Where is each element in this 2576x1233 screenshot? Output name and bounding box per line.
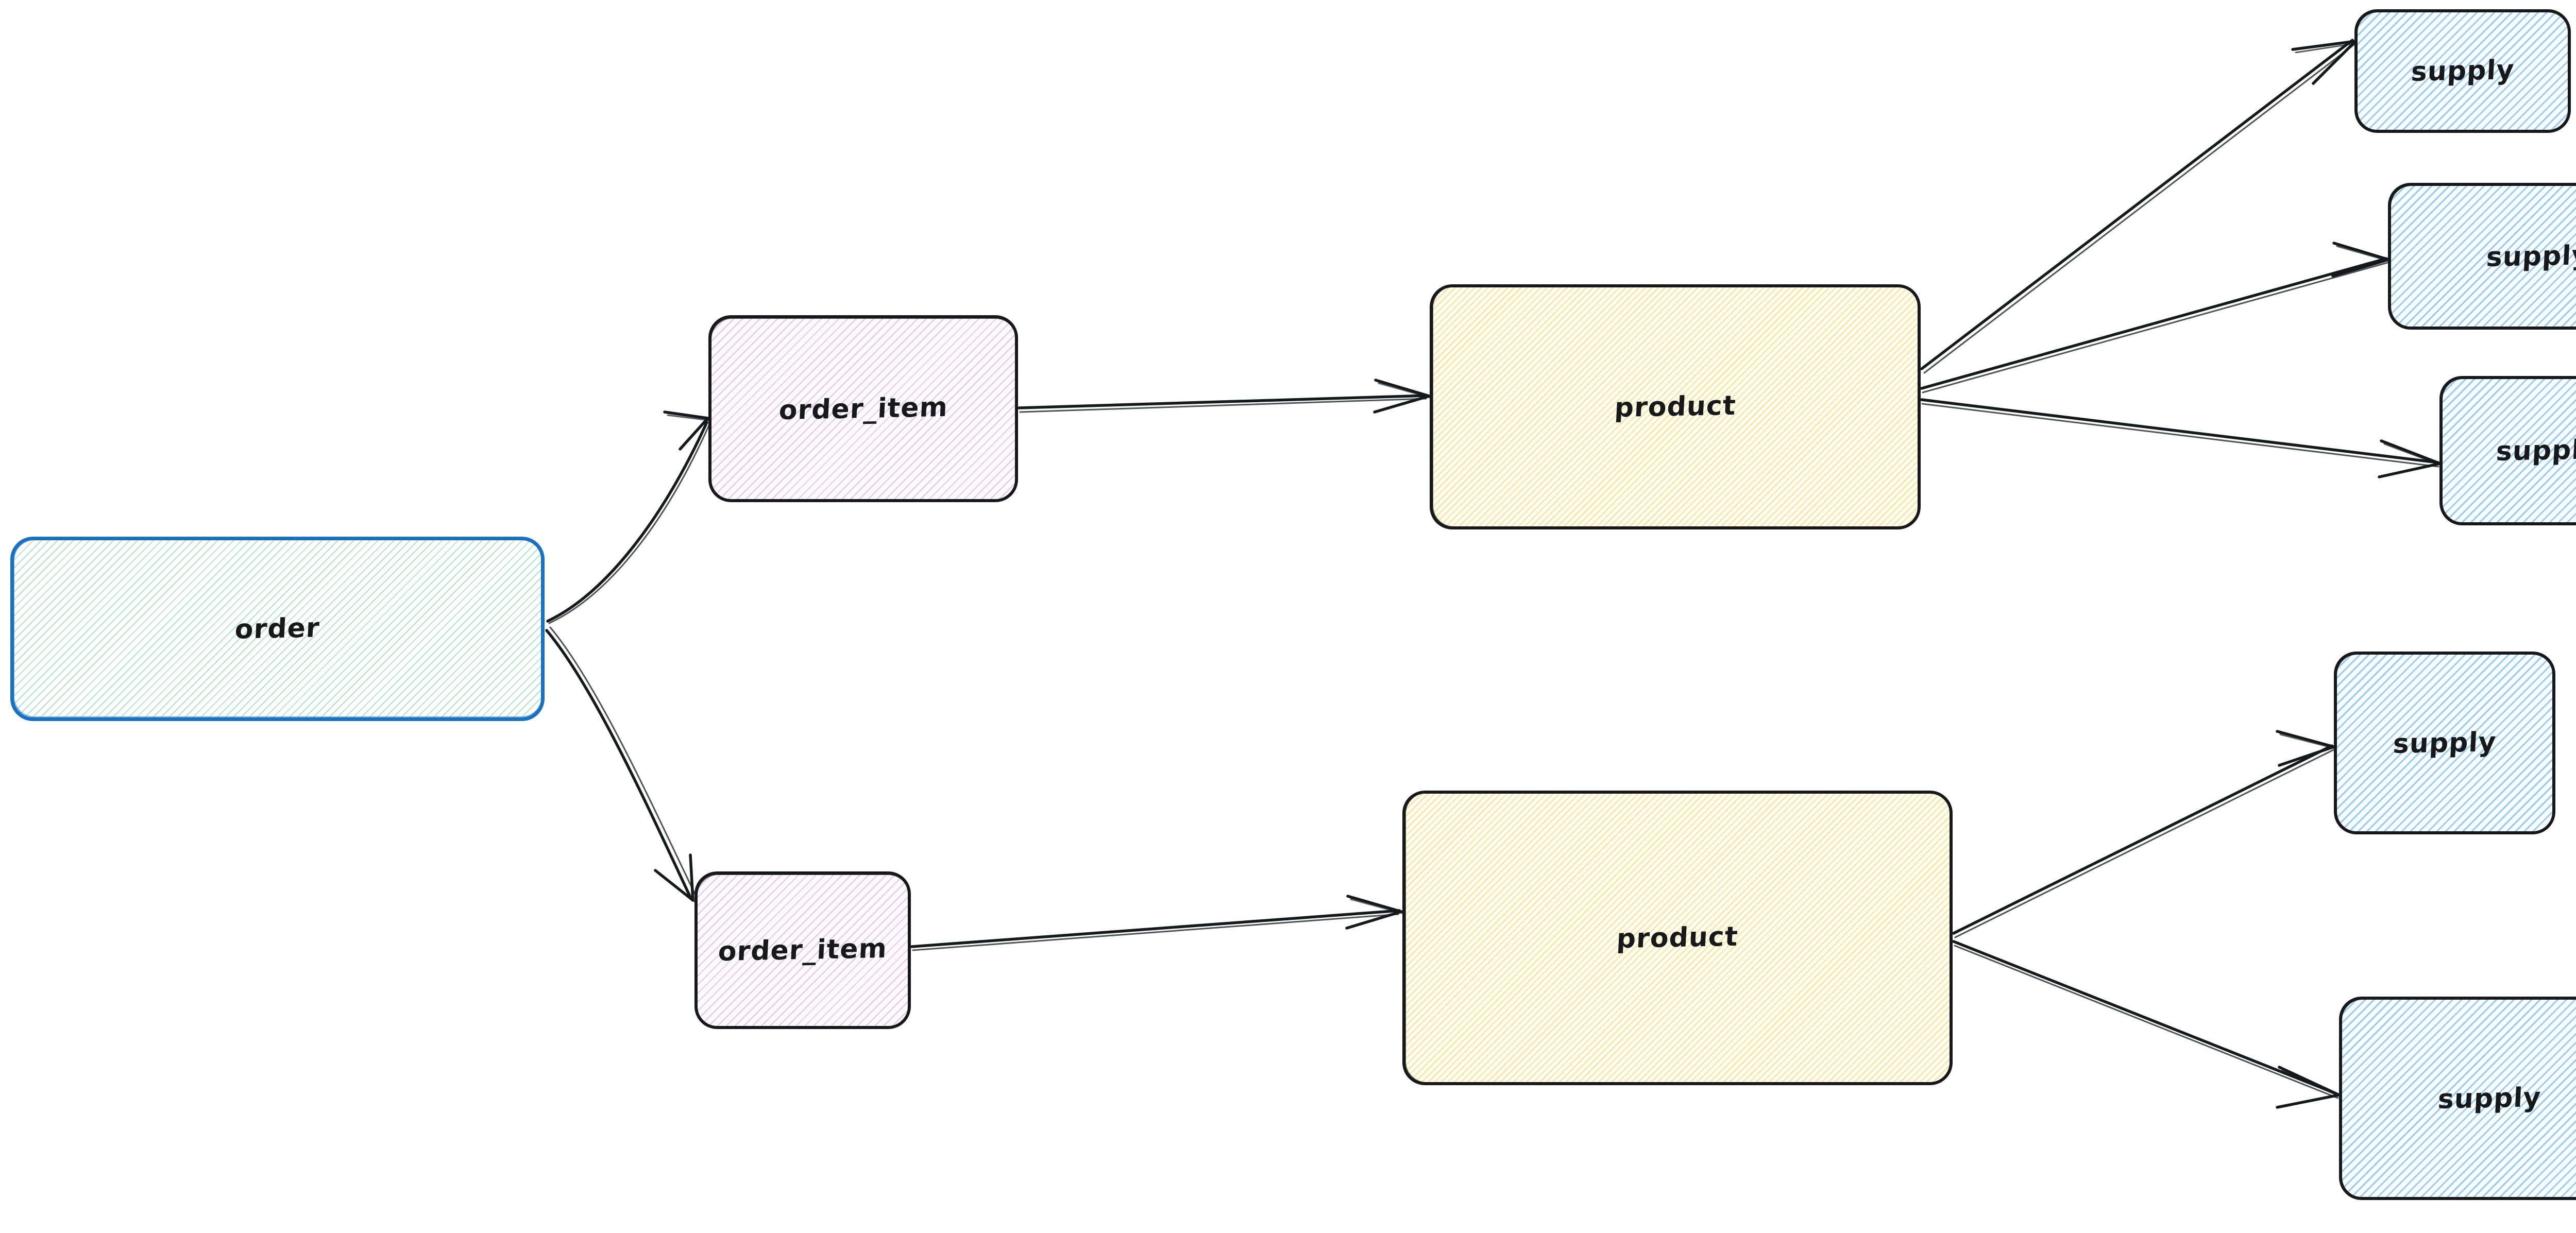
node-supply-5-label: supply: [2437, 1082, 2543, 1115]
edge-product-top-to-supply-1: [1920, 39, 2358, 374]
edge-product-bottom-to-supply-5: [1952, 940, 2341, 1109]
node-order-item-bottom-fill: [696, 872, 910, 1028]
node-order-item-top-label: order_item: [777, 391, 949, 426]
node-supply-1-label: supply: [2410, 55, 2515, 88]
edge-product-top-to-supply-2: [1920, 242, 2391, 393]
node-product-top[interactable]: product: [1430, 284, 1921, 529]
node-supply-5-fill: [2340, 998, 2576, 1199]
edge-product-top-to-supply-3: [1920, 398, 2442, 478]
edge-order-to-order-item-top: [546, 410, 710, 624]
node-product-bottom-label: product: [1616, 921, 1739, 955]
node-order-item-bottom-label: order_item: [717, 933, 888, 968]
node-product-top-fill: [1431, 285, 1920, 528]
node-supply-2-label: supply: [2485, 239, 2576, 273]
node-order-item-top-fill: [709, 316, 1017, 501]
node-supply-4[interactable]: supply: [2334, 652, 2555, 834]
node-order-item-bottom[interactable]: order_item: [694, 871, 911, 1029]
node-supply-1-fill: [2355, 10, 2570, 132]
node-order-label: order: [234, 612, 321, 645]
node-order-item-top[interactable]: order_item: [708, 315, 1018, 502]
node-product-top-label: product: [1614, 390, 1737, 424]
node-supply-2[interactable]: supply: [2388, 183, 2576, 330]
node-product-bottom-fill: [1403, 792, 1952, 1084]
node-supply-5[interactable]: supply: [2339, 997, 2576, 1200]
edge-product-bottom-to-supply-4: [1952, 730, 2336, 938]
node-supply-3-fill: [2441, 377, 2576, 524]
edge-order-item-top-to-product-top: [1018, 379, 1431, 414]
edge-order-to-order-item-bottom: [545, 626, 697, 903]
node-supply-1[interactable]: supply: [2354, 9, 2571, 133]
node-order-fill: [11, 538, 544, 720]
node-order[interactable]: order: [10, 537, 545, 721]
node-supply-3[interactable]: supply: [2439, 376, 2576, 525]
edge-order-item-bottom-to-product-bottom: [910, 895, 1403, 951]
node-product-bottom[interactable]: product: [1402, 791, 1953, 1085]
node-supply-2-fill: [2389, 184, 2576, 329]
node-supply-4-label: supply: [2392, 726, 2497, 760]
node-supply-4-fill: [2335, 653, 2554, 833]
node-supply-3-label: supply: [2495, 434, 2576, 467]
